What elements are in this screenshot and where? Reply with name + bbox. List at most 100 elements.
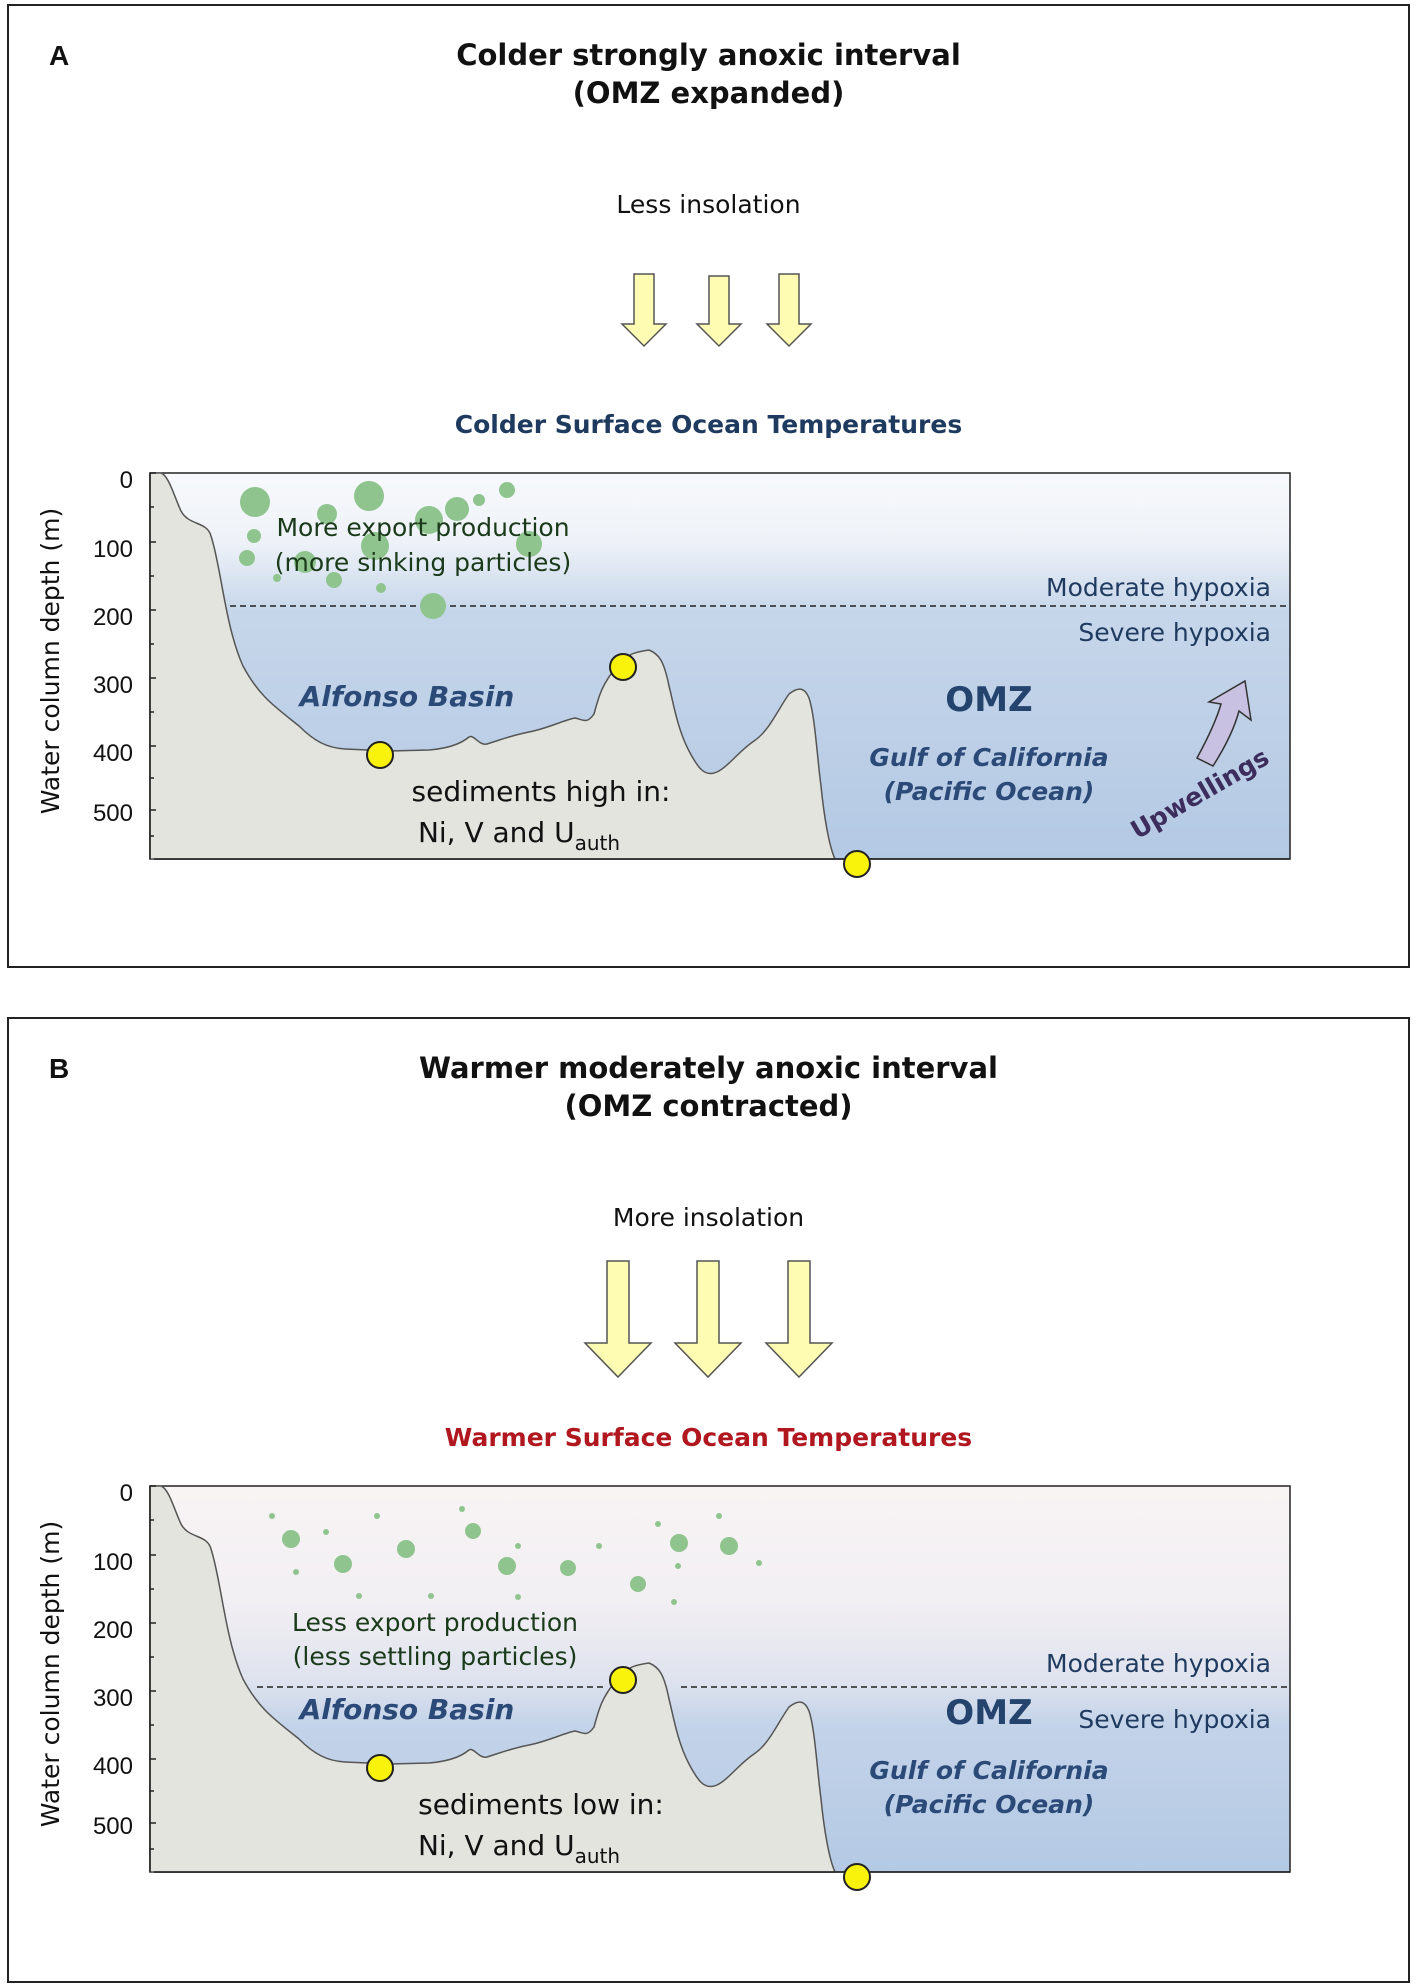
plankton-icon xyxy=(675,1563,681,1569)
plankton-icon xyxy=(240,487,270,517)
plankton-icon xyxy=(334,1555,352,1573)
gulf-label-line1: Gulf of California xyxy=(869,1756,1108,1785)
depth-tick-label: 500 xyxy=(93,800,133,827)
sunlight-arrow-icon xyxy=(765,273,813,348)
plankton-particles xyxy=(239,481,542,619)
plankton-icon xyxy=(515,1543,521,1549)
export-production-line1: More export production xyxy=(276,513,569,542)
severe-hypoxia-label: Severe hypoxia xyxy=(1078,618,1271,647)
gulf-label-line2: (Pacific Ocean) xyxy=(884,777,1095,806)
plankton-icon xyxy=(445,497,469,521)
sediments-subscript: auth xyxy=(575,1844,620,1868)
plankton-icon xyxy=(671,1599,677,1605)
depth-axis-title: Water column depth (m) xyxy=(36,508,65,814)
panel-b: B Warmer moderately anoxic interval (OMZ… xyxy=(7,1017,1410,1983)
plankton-icon xyxy=(397,1540,415,1558)
omz-label: OMZ xyxy=(945,1693,1032,1733)
surface-temperature-label: Colder Surface Ocean Temperatures xyxy=(454,410,963,439)
plankton-particles xyxy=(269,1506,762,1605)
seabed-profile xyxy=(149,1485,837,1873)
depth-tick-label: 100 xyxy=(93,1549,133,1576)
plankton-icon xyxy=(560,1560,576,1576)
plankton-icon xyxy=(596,1543,602,1549)
plankton-icon xyxy=(655,1521,661,1527)
sunlight-arrow-icon xyxy=(673,1260,743,1379)
sunlight-arrow-icon xyxy=(764,1260,834,1379)
core-site-marker xyxy=(609,653,637,681)
depth-tick-label: 0 xyxy=(120,1480,133,1507)
panel-title: Colder strongly anoxic interval (OMZ exp… xyxy=(9,36,1408,112)
plankton-icon xyxy=(323,1529,329,1535)
export-production-line2: (more sinking particles) xyxy=(275,548,571,577)
plankton-icon xyxy=(326,572,342,588)
panel-title-line1: Warmer moderately anoxic interval xyxy=(419,1051,998,1085)
export-production-line1: Less export production xyxy=(292,1608,578,1637)
depth-tick-label: 500 xyxy=(93,1813,133,1840)
sediments-elements: Ni, V and U xyxy=(418,1829,575,1862)
sediments-elements: Ni, V and U xyxy=(418,816,575,849)
panel-title-line1: Colder strongly anoxic interval xyxy=(456,38,961,72)
sunlight-arrow-icon xyxy=(583,1260,653,1379)
sunlight-arrow-icon xyxy=(620,273,668,348)
depth-tick-label: 400 xyxy=(93,1753,133,1780)
core-site-marker xyxy=(843,850,871,878)
plankton-icon xyxy=(239,550,255,566)
plankton-icon xyxy=(361,532,389,560)
omz-label: OMZ xyxy=(945,680,1032,720)
sediments-label-line1: sediments high in: xyxy=(412,775,671,808)
panel-letter: B xyxy=(49,1053,70,1084)
plankton-icon xyxy=(374,1513,380,1519)
moderate-hypoxia-label: Moderate hypoxia xyxy=(1046,573,1271,602)
moderate-hypoxia-label: Moderate hypoxia xyxy=(1046,1649,1271,1678)
sunlight-arrow-icon xyxy=(695,275,743,348)
plankton-icon xyxy=(473,494,485,506)
panel-title: Warmer moderately anoxic interval (OMZ c… xyxy=(9,1049,1408,1125)
plankton-icon xyxy=(415,506,443,534)
plankton-icon xyxy=(247,529,261,543)
plankton-icon xyxy=(282,1530,300,1548)
plankton-icon xyxy=(420,593,446,619)
plankton-icon xyxy=(515,1594,521,1600)
plankton-icon xyxy=(317,504,337,524)
sediments-label-line2: Ni, V and Uauth xyxy=(418,1829,620,1868)
panel-a-diagram: 0 100 200 300 400 500 Water column depth… xyxy=(36,273,1291,878)
sediments-subscript: auth xyxy=(575,831,620,855)
sediments-label-line1: sediments low in: xyxy=(418,1788,664,1821)
plankton-icon xyxy=(459,1506,465,1512)
panel-b-diagram: 0 100 200 300 400 500 Water column depth… xyxy=(36,1260,1291,1891)
alfonso-basin-label: Alfonso Basin xyxy=(298,1693,515,1726)
plankton-icon xyxy=(498,1557,516,1575)
plankton-icon xyxy=(465,1523,481,1539)
plankton-icon xyxy=(716,1513,722,1519)
alfonso-basin-label: Alfonso Basin xyxy=(298,680,515,713)
depth-axis: 0 100 200 300 400 500 Water column depth… xyxy=(36,1480,1290,1873)
depth-axis-title: Water column depth (m) xyxy=(36,1521,65,1827)
export-production-line2: (less settling particles) xyxy=(293,1642,578,1671)
plankton-icon xyxy=(630,1576,646,1592)
depth-tick-label: 400 xyxy=(93,740,133,767)
gulf-label-line1: Gulf of California xyxy=(869,743,1108,772)
depth-axis-ticks xyxy=(150,472,156,837)
gulf-label-line2: (Pacific Ocean) xyxy=(884,1790,1095,1819)
plankton-icon xyxy=(428,1593,434,1599)
depth-tick-label: 200 xyxy=(93,604,133,631)
plankton-icon xyxy=(756,1560,762,1566)
upwelling-arrow-icon xyxy=(1195,679,1253,767)
panel-letter: A xyxy=(49,40,70,71)
panel-title-line2: (OMZ contracted) xyxy=(564,1089,853,1123)
depth-axis: 0 100 200 300 400 500 Water column depth… xyxy=(36,467,1290,860)
core-site-marker xyxy=(609,1666,637,1694)
plankton-icon xyxy=(376,583,386,593)
sediments-label-line2: Ni, V and Uauth xyxy=(418,816,620,855)
panel-title-line2: (OMZ expanded) xyxy=(572,76,845,110)
surface-temperature-label: Warmer Surface Ocean Temperatures xyxy=(444,1423,973,1452)
sunlight-arrows xyxy=(583,1260,834,1379)
plankton-icon xyxy=(293,1569,299,1575)
plankton-icon xyxy=(720,1537,738,1555)
plankton-icon xyxy=(499,482,515,498)
plankton-icon xyxy=(670,1534,688,1552)
depth-axis-ticks xyxy=(150,1485,156,1850)
core-site-marker xyxy=(366,741,394,769)
depth-tick-label: 200 xyxy=(93,1617,133,1644)
seabed-profile xyxy=(149,472,837,860)
